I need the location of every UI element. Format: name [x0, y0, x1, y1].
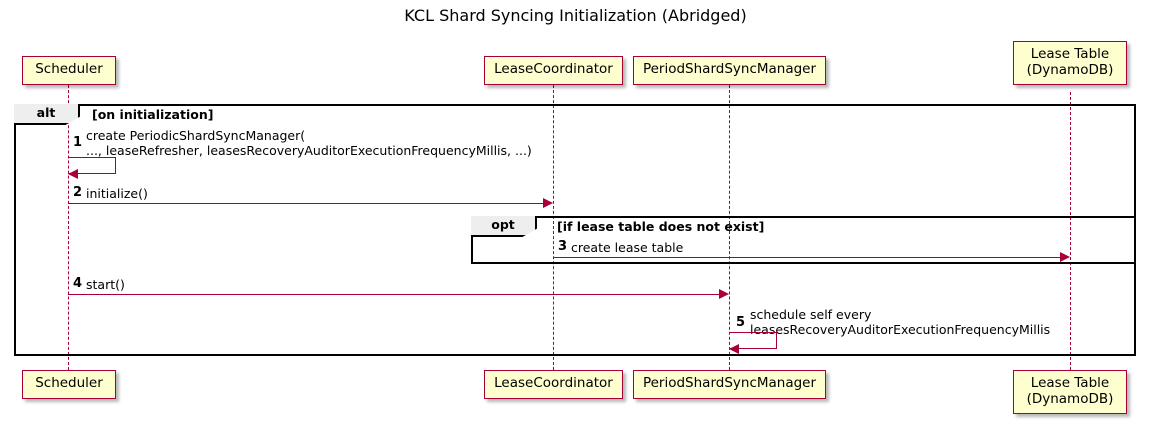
message-1-text-line1: create PeriodicShardSyncManager(	[86, 128, 306, 143]
message-5-arrowhead	[729, 344, 739, 354]
fragment-opt-tab: opt	[471, 216, 537, 237]
fragment-opt-guard: [if lease table does not exist]	[557, 219, 765, 234]
lifeline-lease-table	[1070, 92, 1071, 370]
fragment-alt-type-label: alt	[36, 105, 56, 120]
participant-lease-table-top[interactable]: Lease Table (DynamoDB)	[1013, 41, 1127, 85]
message-2-number: 2	[73, 185, 83, 200]
message-5-number: 5	[736, 315, 746, 330]
message-5-text: schedule self every leasesRecoveryAudito…	[750, 307, 1050, 337]
message-1-self-call-loop	[68, 157, 116, 174]
lifeline-scheduler	[68, 85, 69, 370]
message-3-number: 3	[558, 239, 568, 254]
message-1-text-line2: ..., leaseRefresher, leasesRecoveryAudit…	[86, 143, 532, 158]
message-4-text-line1: start()	[86, 277, 125, 292]
participant-label-line2: (DynamoDB)	[1026, 62, 1114, 78]
message-5-text-line1: schedule self every	[750, 307, 872, 322]
message-5-self-call-loop	[729, 332, 777, 349]
message-2-text-line1: initialize()	[86, 186, 148, 201]
message-2-arrowhead	[543, 198, 553, 208]
participant-label-line2: (DynamoDB)	[1026, 391, 1114, 407]
message-4-arrowhead	[719, 289, 729, 299]
participant-period-shard-sync-manager-top[interactable]: PeriodShardSyncManager	[633, 56, 826, 85]
message-2-line	[68, 203, 543, 204]
participant-period-shard-sync-manager-bottom[interactable]: PeriodShardSyncManager	[633, 370, 826, 399]
message-4-text: start()	[86, 277, 125, 292]
message-4-line	[68, 294, 719, 295]
message-4-number: 4	[73, 276, 83, 291]
lifeline-period-shard-sync-manager	[729, 85, 730, 370]
message-5-text-line2: leasesRecoveryAuditorExecutionFrequencyM…	[750, 322, 1051, 337]
message-3-text-line1: create lease table	[571, 240, 684, 255]
fragment-alt-guard: [on initialization]	[92, 107, 214, 122]
participant-label: Scheduler	[35, 375, 103, 391]
message-1-number: 1	[73, 135, 83, 150]
participant-label-line1: Lease Table	[1030, 375, 1110, 391]
message-3-text: create lease table	[571, 240, 683, 255]
fragment-opt-type-label: opt	[491, 217, 515, 232]
fragment-alt-tab: alt	[14, 104, 80, 125]
diagram-title: KCL Shard Syncing Initialization (Abridg…	[404, 6, 747, 25]
participant-label: PeriodShardSyncManager	[642, 61, 817, 77]
participant-label: LeaseCoordinator	[494, 375, 613, 391]
participant-lease-coordinator-top[interactable]: LeaseCoordinator	[484, 56, 623, 85]
message-3-arrowhead	[1060, 252, 1070, 262]
participant-scheduler-bottom[interactable]: Scheduler	[22, 370, 116, 399]
message-1-text: create PeriodicShardSyncManager( ..., le…	[86, 128, 532, 158]
fragment-opt-lease-table-missing	[471, 216, 1136, 264]
participant-label: LeaseCoordinator	[494, 61, 613, 77]
participant-label: Scheduler	[35, 61, 103, 77]
participant-scheduler-top[interactable]: Scheduler	[22, 56, 116, 85]
participant-label: PeriodShardSyncManager	[642, 375, 817, 391]
message-3-line	[553, 257, 1060, 258]
lifeline-lease-coordinator	[553, 85, 554, 370]
message-2-text: initialize()	[86, 186, 148, 201]
participant-lease-coordinator-bottom[interactable]: LeaseCoordinator	[484, 370, 623, 399]
participant-lease-table-bottom[interactable]: Lease Table (DynamoDB)	[1013, 370, 1127, 414]
participant-label-line1: Lease Table	[1030, 46, 1110, 62]
message-1-arrowhead	[68, 169, 78, 179]
